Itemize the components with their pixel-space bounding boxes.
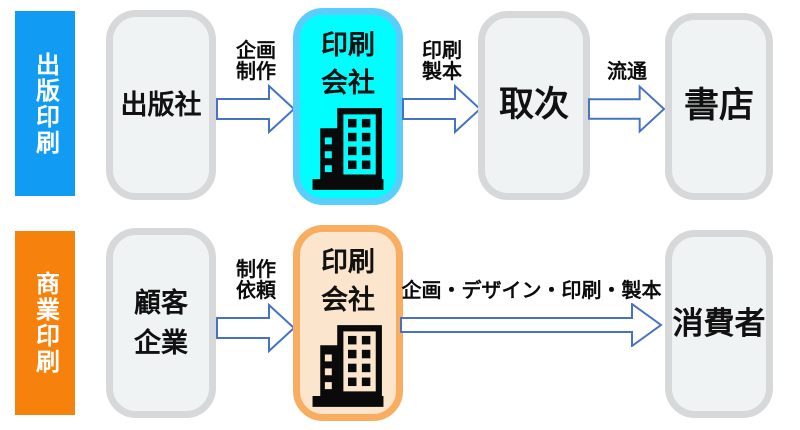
node-client-company-label: 顧客 企業 xyxy=(134,287,188,359)
node-printing-company-label: 印刷 会社 xyxy=(321,247,375,315)
right-arrow-icon xyxy=(216,303,296,353)
arrow-printing-binding: 印刷 製本 xyxy=(402,38,482,134)
arrow-production-request: 制作 依頼 xyxy=(216,257,296,353)
building-icon xyxy=(312,107,384,190)
arrow-planning-production: 企画 制作 xyxy=(216,38,296,134)
node-printing-company-publishing: 印刷 会社 xyxy=(293,8,403,205)
arrow-production-request-label: 制作 依頼 xyxy=(236,258,276,303)
arrow-printing-binding-label: 印刷 製本 xyxy=(422,39,462,84)
banner-publishing-printing: 出版印刷 xyxy=(15,11,75,196)
node-distributor-label: 取次 xyxy=(498,85,569,125)
right-arrow-icon xyxy=(588,84,666,134)
building-icon xyxy=(312,324,384,407)
node-consumer: 消費者 xyxy=(665,230,773,418)
arrow-distribution-label: 流通 xyxy=(607,61,647,84)
arrow-planning-production-label: 企画 制作 xyxy=(236,39,276,84)
node-bookstore: 書店 xyxy=(665,13,773,200)
node-client-company: 顧客 企業 xyxy=(106,228,216,418)
node-publisher: 出版社 xyxy=(106,10,216,200)
node-printing-company-label: 印刷 会社 xyxy=(321,30,375,98)
arrow-full-service: 企画・デザイン・印刷・製本 xyxy=(400,257,663,347)
node-publisher-label: 出版社 xyxy=(120,89,202,120)
node-bookstore-label: 書店 xyxy=(683,86,754,126)
arrow-distribution: 流通 xyxy=(588,38,666,134)
node-printing-company-commercial: 印刷 会社 xyxy=(293,225,403,421)
right-arrow-icon xyxy=(400,303,663,347)
banner-commercial-printing: 商業印刷 xyxy=(15,231,75,415)
right-arrow-icon xyxy=(402,84,482,134)
arrow-full-service-label: 企画・デザイン・印刷・製本 xyxy=(401,280,662,303)
node-consumer-label: 消費者 xyxy=(672,305,766,341)
right-arrow-icon xyxy=(216,84,296,134)
node-distributor: 取次 xyxy=(478,11,590,200)
